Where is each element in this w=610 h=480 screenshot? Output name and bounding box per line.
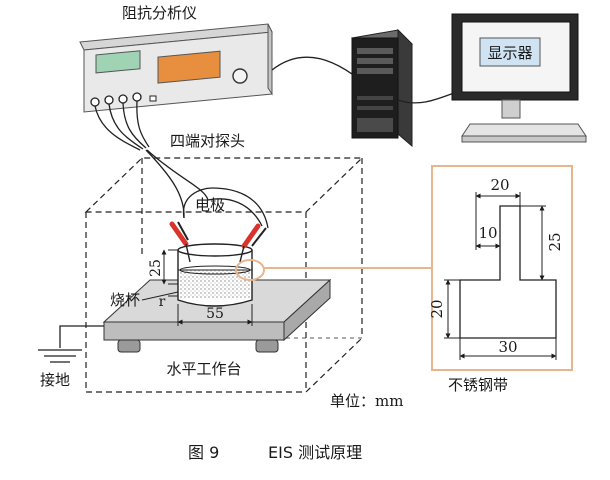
port-2 bbox=[104, 95, 114, 105]
caption-figure-number: 图 9 bbox=[188, 443, 219, 462]
shield-box bbox=[84, 157, 364, 393]
beaker bbox=[177, 243, 253, 307]
beaker-label: 烧杯 bbox=[110, 291, 140, 309]
platform-foot-right bbox=[255, 339, 279, 353]
strip-left-offset-dim: 10 bbox=[478, 224, 497, 242]
strip-base-height-dim: 20 bbox=[428, 299, 446, 318]
ground-label: 接地 bbox=[40, 371, 70, 389]
computer-tower bbox=[350, 28, 414, 148]
analyzer-green-display bbox=[95, 50, 141, 74]
unit-label: 单位：mm bbox=[330, 392, 403, 410]
analyzer-small-indicator bbox=[149, 95, 157, 102]
beaker-dimensions bbox=[161, 249, 253, 326]
steel-strip-label: 不锈钢带 bbox=[448, 376, 508, 394]
platform-foot-left bbox=[117, 339, 141, 353]
steel-strip-dimensions bbox=[444, 192, 557, 360]
platform-label: 水平工作台 bbox=[166, 360, 241, 378]
probe-label: 四端对探头 bbox=[170, 132, 245, 150]
port-4 bbox=[132, 92, 142, 102]
beaker-inner-mark: r bbox=[159, 294, 166, 310]
beaker-width-dim: 55 bbox=[206, 306, 224, 322]
monitor bbox=[451, 13, 587, 143]
magnifier-callout bbox=[235, 165, 573, 371]
electrode-label: 电极 bbox=[195, 196, 225, 214]
ground-symbol bbox=[38, 325, 104, 363]
analyzer-label: 阻抗分析仪 bbox=[122, 4, 197, 22]
analyzer-knob bbox=[232, 68, 248, 84]
analyzer-orange-display bbox=[157, 50, 221, 84]
electrode-leads bbox=[169, 187, 269, 263]
monitor-label-box bbox=[479, 37, 541, 67]
beaker-label-leader bbox=[141, 291, 179, 301]
strip-top-width-dim: 20 bbox=[490, 176, 509, 194]
port-3 bbox=[118, 94, 128, 104]
cable-analyzer-computer bbox=[271, 56, 361, 81]
beaker-height-dim: 25 bbox=[148, 259, 164, 277]
monitor-label: 显示器 bbox=[487, 44, 532, 62]
caption-title: EIS 测试原理 bbox=[268, 443, 362, 462]
strip-base-width-dim: 30 bbox=[498, 338, 517, 356]
port-1 bbox=[90, 97, 100, 107]
strip-tab-height-dim: 25 bbox=[546, 232, 564, 251]
impedance-analyzer bbox=[79, 23, 273, 113]
steel-strip-shape bbox=[459, 205, 557, 339]
probe-cables bbox=[94, 100, 209, 219]
